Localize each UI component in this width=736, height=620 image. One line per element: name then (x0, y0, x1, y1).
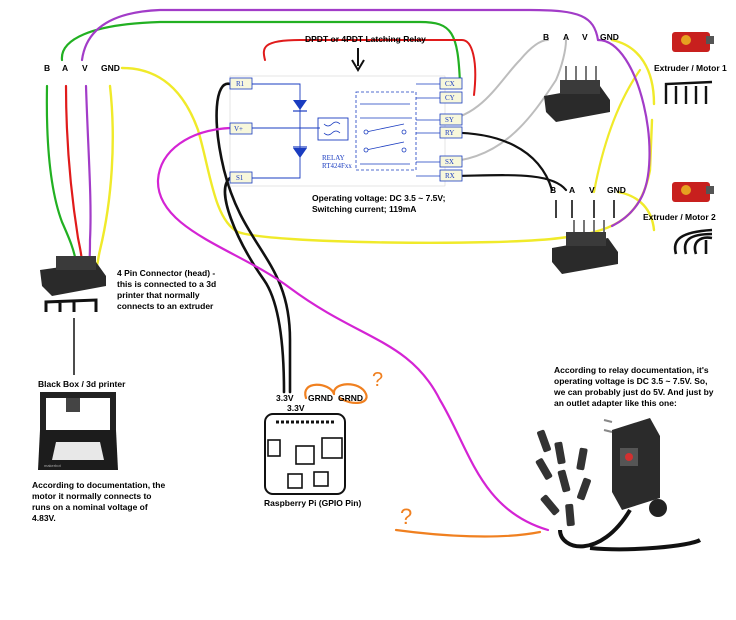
adapter-note-line-4: an outlet adapter like this one: (554, 398, 677, 408)
relay-pin-r1: R1 (236, 80, 245, 88)
relay-pin-sy: SY (445, 116, 454, 124)
yellow-wire-motor2-v (592, 68, 642, 194)
motor2-pin-a: A (569, 185, 575, 195)
relay-operating-voltage: Operating voltage: DC 3.5 ~ 7.5V; (312, 193, 446, 203)
motor1-wires-icon (664, 80, 713, 104)
printer-label: Black Box / 3d printer (38, 379, 126, 389)
relay-pin-cx: CX (445, 80, 455, 88)
head-connector-line-3: printer that normally (117, 290, 200, 300)
motor2-label: Extruder / Motor 2 (643, 212, 716, 222)
orange-wire-pi (304, 383, 368, 404)
adapter-note-line-1: According to relay documentation, it's (554, 365, 709, 375)
relay-schematic: R1 V+ S1 RELAY RT424Fxx CX CY SY RY SX R (229, 75, 463, 187)
gray-wire-1 (439, 39, 549, 121)
left-pin-a: A (62, 63, 68, 73)
adapter-note-line-2: operating voltage is DC 3.5 ~ 7.5V. So, (554, 376, 707, 386)
black-wire-r1 (215, 82, 292, 394)
outlet-adapter-icon (535, 418, 702, 552)
magenta-wire (156, 126, 550, 532)
adapter-note-line-3: we can probably just do 5V. And just by (553, 387, 714, 397)
motor1-pins: B A V GND (543, 32, 619, 42)
printer-note-line-1: According to documentation, the (32, 480, 165, 490)
relay-pin-s1: S1 (236, 174, 244, 182)
motor2-short-wires-icon (555, 200, 615, 218)
pi-pin-gnd-a: GRND (308, 393, 333, 403)
black-wire-s1 (223, 176, 286, 394)
green-wire-top (60, 20, 462, 86)
green-wire-left (45, 84, 78, 264)
gray-wire-2 (439, 39, 567, 163)
left-connector-pins: B A V GND (44, 63, 120, 73)
relay-pin-vplus: V+ (234, 125, 243, 133)
head-connector-icon (40, 256, 106, 312)
head-connector-line-2: this is connected to a 3d (117, 279, 216, 289)
motor1-pin-a: A (563, 32, 569, 42)
motor1-extruder-icon (672, 32, 714, 52)
yellow-wire-motor2 (616, 190, 656, 232)
motor1-connector-icon (544, 66, 610, 122)
purple-wire-left (84, 84, 92, 268)
head-connector-line-1: 4 Pin Connector (head) - (117, 268, 215, 278)
motor1-pin-b: B (543, 32, 549, 42)
diode-2-icon (293, 148, 307, 158)
printer-note-line-2: motor it normally connects to (32, 491, 152, 501)
motor2-pin-v: V (589, 185, 595, 195)
left-pin-gnd: GND (101, 63, 120, 73)
motor1-pin-v: V (582, 32, 588, 42)
pi-label: Raspberry Pi (GPIO Pin) (264, 498, 361, 508)
yellow-wire-motor1 (610, 38, 656, 106)
relay-pin-sx: SX (445, 158, 454, 166)
motor2-connector-icon (552, 220, 618, 274)
printer-note-line-4: 4.83V. (32, 513, 56, 523)
head-connector-line-4: connects to an extruder (117, 301, 214, 311)
yellow-wire-left (94, 84, 114, 270)
red-wire-top (262, 39, 477, 96)
red-wire-left (64, 84, 84, 266)
diode-1-icon (293, 100, 307, 110)
motor2-pins: B A V GND (550, 185, 626, 195)
relay-pin-ry: RY (445, 129, 454, 137)
relay-chip-label-2: RT424Fxx (322, 162, 352, 170)
left-pin-b: B (44, 63, 50, 73)
pi-pin-gnd-b: GRND (338, 393, 363, 403)
motor2-pin-b: B (550, 185, 556, 195)
motor2-wires-icon (673, 228, 713, 255)
question-mark-pi: ? (372, 369, 383, 391)
relay-title-arrow (351, 48, 365, 72)
yellow-wire-gnd (120, 66, 654, 244)
relay-title: DPDT or 4PDT Latching Relay (305, 34, 426, 44)
purple-wire-top (80, 8, 600, 62)
motor2-extruder-icon (672, 182, 714, 202)
printer-note-line-3: runs on a nominal voltage of (32, 502, 148, 512)
printer-note: According to documentation, the motor it… (32, 480, 165, 523)
pi-pin-3v3-a: 3.3V (276, 393, 294, 403)
relay-switching-current: Switching current; 119mA (312, 204, 416, 214)
relay-chip-label-1: RELAY (322, 154, 345, 162)
question-mark-adapter: ? (400, 504, 412, 529)
relay-pin-rx: RX (445, 172, 455, 180)
relay-pin-cy: CY (445, 94, 455, 102)
printer-brand: makerbot (44, 463, 62, 468)
purple-wire-right (596, 38, 651, 228)
motor1-label: Extruder / Motor 1 (654, 63, 727, 73)
pi-pin-3v3-b: 3.3V (287, 403, 305, 413)
left-pin-v: V (82, 63, 88, 73)
orange-wire-adapter (394, 528, 542, 538)
head-connector-text: 4 Pin Connector (head) - this is connect… (117, 268, 216, 311)
raspberry-pi-icon (264, 413, 346, 495)
motor1-pin-gnd: GND (600, 32, 619, 42)
motor2-pin-gnd: GND (607, 185, 626, 195)
printer-icon: makerbot (38, 392, 118, 470)
adapter-note: According to relay documentation, it's o… (553, 365, 714, 408)
